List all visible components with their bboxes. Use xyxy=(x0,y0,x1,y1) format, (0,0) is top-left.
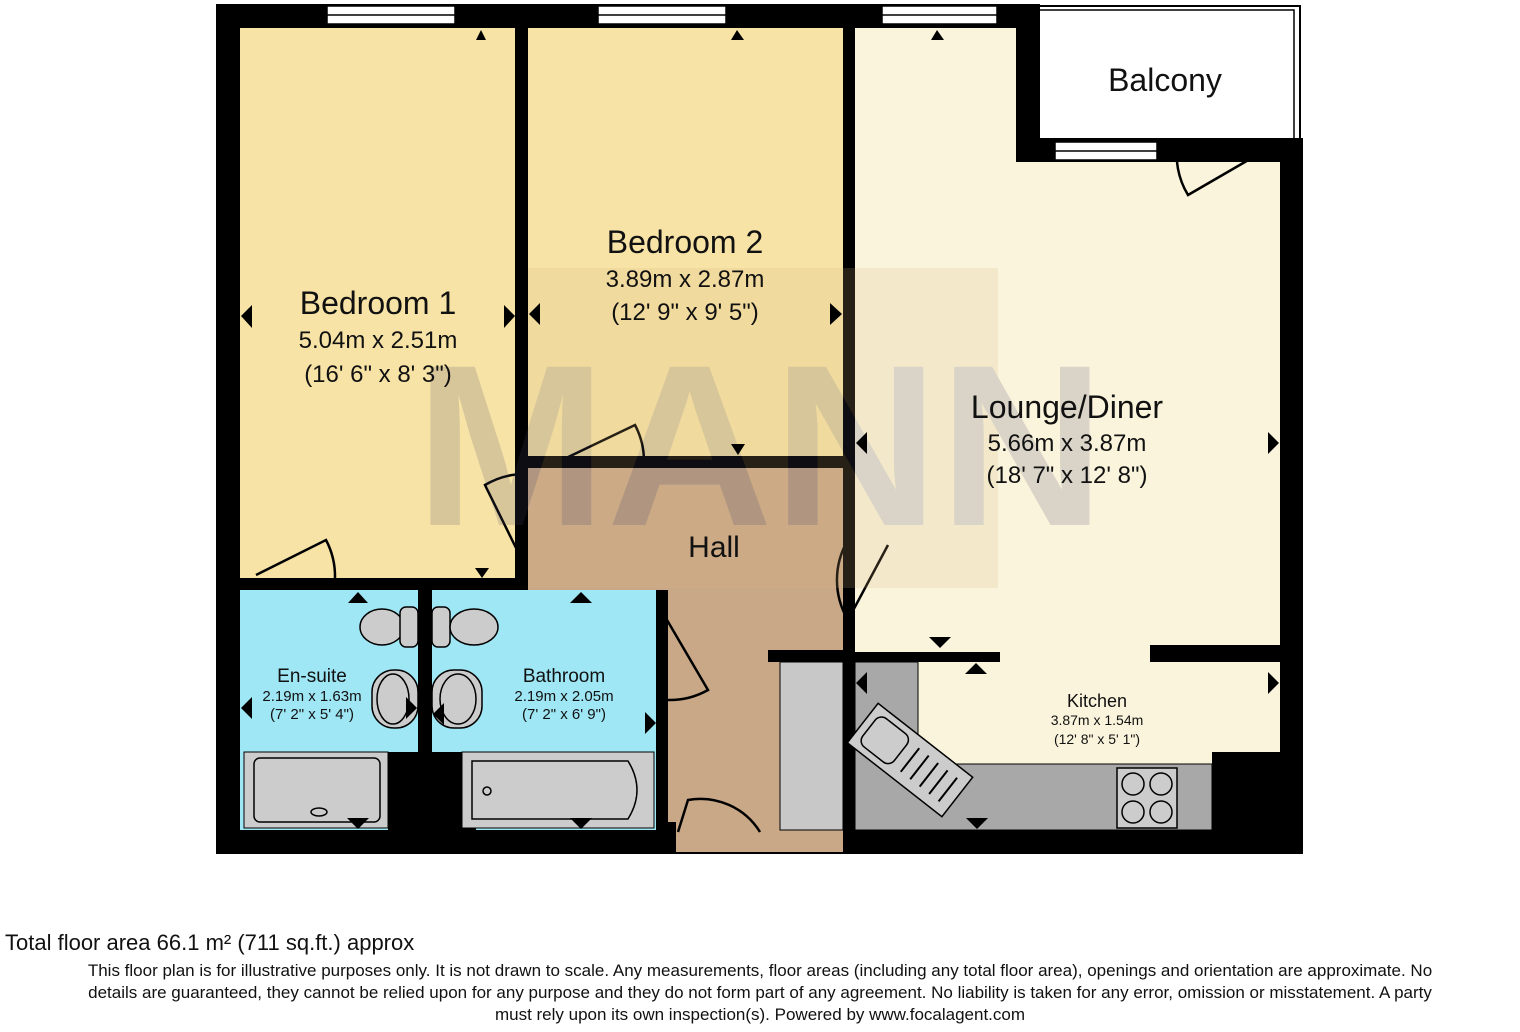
sink-icon xyxy=(846,702,974,818)
bedroom-1-floor xyxy=(240,28,515,578)
total-floor-area: Total floor area 66.1 m² (711 sq.ft.) ap… xyxy=(5,930,415,955)
room-dim-ensuite: 2.19m x 1.63m xyxy=(262,688,361,705)
dimension-arrow xyxy=(241,30,1279,829)
hob-icon xyxy=(1116,767,1178,829)
room-label-balcony: Balcony xyxy=(1108,62,1222,98)
room-dim-ft-bedroom-1: (16' 6" x 8' 3") xyxy=(304,361,452,388)
room-label-bedroom-1: Bedroom 1 xyxy=(300,285,457,321)
room-label-lounge: Lounge/Diner xyxy=(971,389,1163,425)
room-dim-kitchen: 3.87m x 1.54m xyxy=(1051,712,1144,728)
balcony-area xyxy=(1040,4,1303,138)
shower-tray-icon xyxy=(243,751,389,829)
room-dim-ft-ensuite: (7' 2" x 5' 4") xyxy=(270,706,354,723)
lounge-floor xyxy=(855,28,1280,652)
hall-cupboard xyxy=(779,661,844,831)
bath-icon xyxy=(461,751,655,829)
room-dim-bathroom: 2.19m x 2.05m xyxy=(514,688,613,705)
room-label-bathroom: Bathroom xyxy=(523,666,605,687)
room-dim-ft-bathroom: (7' 2" x 6' 9") xyxy=(522,706,606,723)
room-dim-lounge: 5.66m x 3.87m xyxy=(988,430,1147,457)
disclaimer-line: This floor plan is for illustrative purp… xyxy=(87,961,1433,980)
floor-plan: MANN Bedroom 1 5.04m x 2.51m (16' 6" x 8… xyxy=(216,4,1303,854)
room-label-bedroom-2: Bedroom 2 xyxy=(607,224,764,260)
disclaimer-line: must rely upon its own inspection(s). Po… xyxy=(494,1005,1026,1024)
room-dim-bedroom-2: 3.89m x 2.87m xyxy=(606,266,765,293)
disclaimer: This floor plan is for illustrative purp… xyxy=(0,960,1520,1026)
toilet-icon xyxy=(359,606,499,648)
door xyxy=(255,139,1258,833)
room-label-hall: Hall xyxy=(688,531,740,564)
room-dim-bedroom-1: 5.04m x 2.51m xyxy=(299,327,458,354)
room-dim-ft-lounge: (18' 7" x 12' 8") xyxy=(987,462,1148,489)
window xyxy=(326,5,1158,161)
watermark: MANN xyxy=(415,268,1105,588)
room-dim-ft-bedroom-2: (12' 9" x 9' 5") xyxy=(611,299,759,326)
bedroom-2-floor xyxy=(528,28,843,456)
room-label-ensuite: En-suite xyxy=(277,666,347,687)
lounge-kitchen-opening xyxy=(1000,645,1150,665)
hall-floor xyxy=(528,468,843,852)
svg-text:MANN: MANN xyxy=(415,317,1105,574)
disclaimer-line: details are guaranteed, they cannot be r… xyxy=(88,983,1432,1002)
room-label-kitchen: Kitchen xyxy=(1067,691,1127,711)
room-dim-ft-kitchen: (12' 8" x 5' 1") xyxy=(1054,731,1140,747)
